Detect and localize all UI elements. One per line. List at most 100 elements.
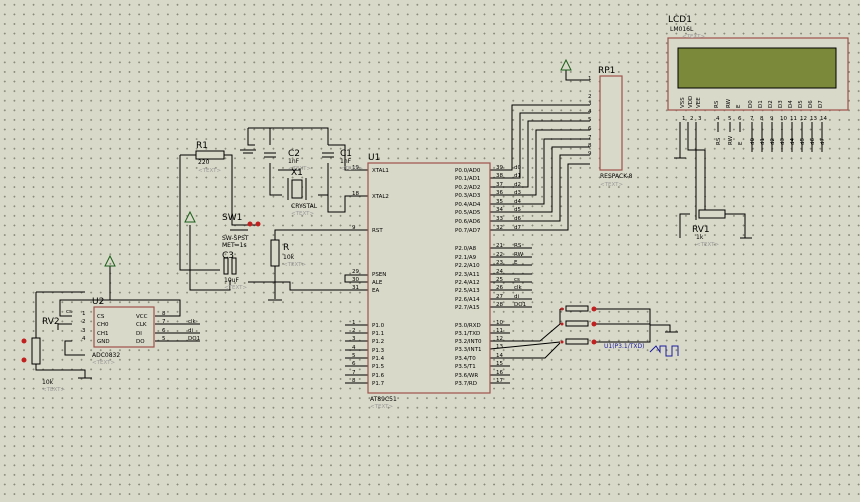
wires (35, 70, 823, 384)
rv2-text: <TEXT> (42, 387, 65, 393)
u1-chip[interactable] (367, 162, 491, 394)
r-body[interactable] (270, 239, 280, 267)
rv1-body[interactable] (698, 209, 726, 219)
c1-text: <TEXT> (340, 166, 363, 172)
u1-net-label: d3 (514, 190, 521, 196)
rp1-part: RESPACK-8 (600, 173, 633, 180)
u1-net-label: DO1 (514, 302, 526, 308)
lcd-display[interactable] (667, 37, 849, 111)
u2-pin-number: 3 (82, 328, 86, 334)
u1-pin-name: P0.0/AD0 (455, 168, 481, 174)
u1-pin-number: 34 (496, 207, 503, 213)
u2-text: <TEXT> (92, 360, 115, 366)
u1-pin-number: 17 (496, 378, 503, 384)
u1-pin-name: P1.1 (372, 331, 384, 337)
rv1-text: <TEXT> (696, 242, 719, 248)
rv2-body[interactable] (31, 337, 41, 365)
rv2-terminal[interactable] (21, 338, 27, 344)
u1-net-label: d4 (514, 199, 521, 205)
lcd-pin-number: 4 (716, 116, 720, 122)
u1-pin-number: 1 (352, 320, 356, 326)
sw1-contact[interactable] (255, 221, 261, 227)
u1-pin-number: 27 (496, 294, 503, 300)
u1-pin-name: P0.6/AD6 (455, 219, 481, 225)
lcd-pin-name: D2 (768, 100, 774, 108)
lcd-pin-number: 5 (728, 116, 732, 122)
lcd-part: LM016L (670, 26, 694, 33)
u2-ref: U2 (92, 297, 104, 307)
c3-capacitor[interactable] (223, 257, 237, 275)
c2-ref: C2 (288, 149, 300, 159)
u1-pin-labels: XTAL119XTAL218RST9PSEN29ALE30EA31P1.01P1… (352, 165, 526, 387)
u1-text: <TEXT> (370, 404, 393, 410)
r1-body[interactable] (195, 150, 225, 160)
rp1-body[interactable] (599, 75, 623, 171)
u2-pin-number: 2 (82, 319, 86, 325)
u1-pin-number: 16 (496, 370, 503, 376)
lcd-pin-name: VSS (680, 97, 686, 108)
u1-pin-number: 5 (352, 353, 356, 359)
u1-net-label: d1 (514, 173, 521, 179)
u1-pin-number: 22 (496, 252, 503, 258)
lcd-pin-number: 1 (682, 116, 686, 122)
u1-net-label: RW (514, 252, 524, 258)
u1-pin-number: 31 (352, 285, 359, 291)
u1-pin-number: 35 (496, 199, 503, 205)
u1-net-label: d5 (514, 207, 521, 213)
sw1-ref: SW1 (222, 213, 242, 223)
lcd-pin-number: 8 (760, 116, 764, 122)
u2-pin-number: 7 (162, 319, 166, 325)
u1-pin-name: XTAL1 (372, 168, 389, 174)
u2-pin-name: GND (97, 339, 110, 345)
lcd-net-label: RW (728, 135, 734, 145)
lcd-pin-number: 6 (738, 116, 742, 122)
u1-pin-name: P2.0/A8 (455, 246, 477, 252)
u2-net-label: DO1 (188, 336, 200, 342)
u1-pin-name: P0.5/AD5 (455, 210, 481, 216)
u1-pin-name: EA (372, 288, 379, 294)
u2-pin-name: VCC (136, 314, 148, 320)
u1-pin-number: 29 (352, 269, 359, 275)
sw1-contact[interactable] (247, 221, 253, 227)
lcd-pin-name: D4 (788, 100, 794, 108)
rv2-terminal[interactable] (21, 357, 27, 363)
lcd-pin-number: 14 (820, 116, 827, 122)
probe-waveform-icon (649, 345, 679, 357)
u1-net-label: d0 (514, 165, 521, 171)
u1-pin-number: 23 (496, 260, 503, 266)
rp1-pin-number: 5 (588, 117, 592, 123)
u1-net-label: d7 (514, 225, 521, 231)
u1-pin-name: P2.1/A9 (455, 255, 477, 261)
lcd-net-label: d5 (800, 138, 806, 145)
rp1-pin-number: 6 (588, 126, 592, 132)
r1-text: <TEXT> (198, 168, 221, 174)
power-symbols (104, 58, 572, 267)
u1-pin-name: P0.3/AD3 (455, 193, 481, 199)
lcd-pin-number: 12 (800, 116, 807, 122)
lcd-pin-name: E (736, 104, 742, 108)
rp1-ref: RP1 (598, 66, 615, 76)
lcd-pin-name: VDD (688, 96, 694, 108)
r-ref: R (283, 243, 289, 253)
x1-text: <TEXT> (291, 211, 314, 217)
u2-pin-number: 5 (162, 336, 166, 342)
u1-pin-name: P0.2/AD2 (455, 185, 480, 191)
u1-pin-name: P3.1/TXD (455, 331, 480, 337)
lcd-net-label: d1 (760, 138, 766, 145)
p3-switches[interactable] (560, 305, 597, 345)
u1-pin-number: 24 (496, 269, 503, 275)
c2-text: <TEXT> (288, 166, 311, 172)
u2-pin-name: DI (136, 331, 142, 337)
u1-net-label: d2 (514, 182, 521, 188)
lcd-pin-name: D7 (818, 100, 824, 108)
rv1-value: 1k (696, 234, 704, 241)
rv2-ref: RV2 (42, 317, 60, 327)
u2-cs-label: cs (66, 309, 72, 315)
crystal-caps[interactable] (264, 152, 334, 200)
u2-chip[interactable] (93, 306, 155, 348)
u1-pin-number: 8 (352, 378, 356, 384)
lcd-net-label: RS (716, 137, 722, 145)
lcd-net-label: d4 (790, 138, 796, 145)
